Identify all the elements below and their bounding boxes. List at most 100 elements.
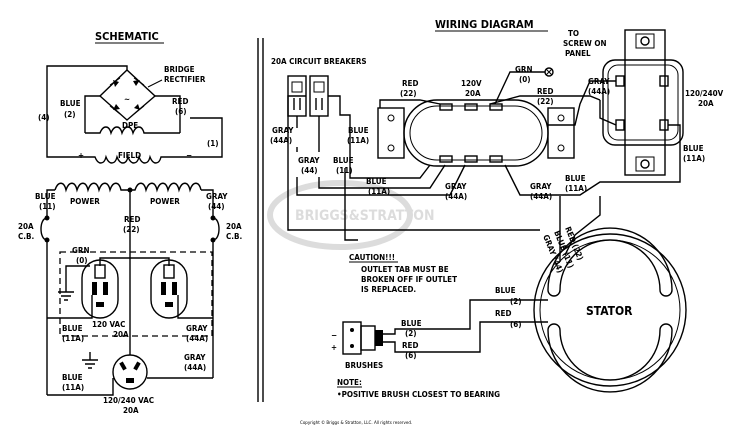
gray-44-num: (44) [208,202,225,211]
stator-red-6-color: RED [495,309,511,318]
blue-2-num: (2) [64,110,76,119]
blue-11-b-num: (11) [336,166,353,175]
gray-44a-d-num: (44A) [530,192,552,201]
to-panel-line2: SCREW ON [563,39,607,48]
ground-symbol-2 [82,352,98,369]
brush-minus: − [331,331,337,340]
svg-text:~: ~ [124,95,130,104]
blue-11a-b-num: (11A) [62,334,84,343]
red-22-num: (22) [123,225,140,234]
red-22b-num: (22) [537,97,554,106]
field-minus: − [186,151,192,160]
gray-44a-c-color: GRAY [184,353,206,362]
brush-assembly [342,321,383,355]
power-coils [54,182,202,193]
schematic-red-wire [155,95,181,122]
blue-11a-d-color: BLUE [565,174,586,183]
blue-11a-c-num: (11A) [368,187,390,196]
gray-44a-num: (44A) [588,87,610,96]
gray-44a-left-color: GRAY [272,126,294,135]
brush-red-color: RED [402,341,418,350]
brush-blue-num: (2) [405,329,417,338]
outlet-panel-frame [59,251,213,337]
copyright: Copyright © Briggs & Stratton, LLC. All … [300,419,412,426]
cb-left-line2: C.B. [18,232,34,241]
red-6-num: (6) [175,107,187,116]
blue-11a-b-color: BLUE [62,324,83,333]
outlet-120v-right [150,259,188,319]
schematic-blue-wire [84,95,100,118]
wire-1-label: (1) [207,139,219,148]
wire-gray-stator [287,95,540,231]
stator [533,227,687,393]
wire-red-22b [489,95,601,105]
rectifier-label: RECTIFIER [164,75,206,84]
blue-2-color: BLUE [60,99,81,108]
red-22-num: (22) [400,89,417,98]
gray-44a-c-num: (44A) [184,363,206,372]
to-panel-line3: PANEL [565,49,591,58]
note-title: NOTE: [337,378,362,387]
red-22-color: RED [402,79,418,88]
blue-11a-c-color: BLUE [366,177,387,186]
v240-line2: 20A [698,99,714,108]
gray-44a-b-color: GRAY [186,324,208,333]
bridge-leader [147,79,163,88]
bridge-label: BRIDGE [164,65,195,74]
gray-44a-b-num: (44A) [186,334,208,343]
wire-blue-11a-left [328,95,431,179]
blue-11a-c-color: BLUE [62,373,83,382]
stator-blue-2-color: BLUE [495,286,516,295]
circuit-breaker-right [309,75,329,117]
brush-plus: + [331,343,337,352]
blue-11-color: BLUE [35,192,56,201]
blue-11a-c-num: (11A) [62,383,84,392]
gray-44-color: GRAY [206,192,228,201]
blue-11a-right-color: BLUE [683,144,704,153]
blue-11a-d-num: (11A) [565,184,587,193]
gray-44a-left-num: (44A) [270,136,292,145]
grn-0-num: (0) [519,75,531,84]
briggs-stratton-watermark: BRIGGS&STRATTON [267,180,435,250]
twistlock-outlet-240v [602,29,684,176]
brush-red-num: (6) [405,351,417,360]
stator-red-6-num: (6) [510,320,522,329]
duplex-outlet-120v [377,99,575,167]
outlet-120-line1: 120 VAC [92,320,125,329]
outlet-240-line1: 120/240 VAC [103,396,154,405]
gray-44a-c-num: (44A) [445,192,467,201]
v120-line2: 20A [465,89,481,98]
watermark-text: BRIGGS&STRATTON [295,208,435,224]
blue-11a-left-num: (11A) [347,136,369,145]
brushes-label: BRUSHES [345,361,383,370]
cb-right-line2: C.B. [226,232,242,241]
power-right-label: POWER [150,197,180,206]
wire-gray-44 [296,116,466,196]
wire-grn-0 [494,71,545,105]
caution-line2: BROKEN OFF IF OUTLET [361,275,457,284]
wiring-title: WIRING DIAGRAM [435,18,534,31]
field-label: FIELD [118,151,141,160]
schematic-title: SCHEMATIC [95,30,159,43]
outlet-240v [112,354,148,390]
to-panel-line1: TO [568,29,579,38]
outlet-120-line2: 20A [113,330,129,339]
brush-red-wire [383,321,527,353]
stator-label: STATOR [586,304,633,318]
cb-right-symbol [212,217,220,241]
grn-0-color: GRN [515,65,532,74]
power-left-label: POWER [70,197,100,206]
blue-11a-left-color: BLUE [348,126,369,135]
cb-left-line1: 20A [18,222,34,231]
wire-blue-11a-right [504,124,681,196]
v240-line1: 120/240V [685,89,724,98]
brush-blue-color: BLUE [401,319,422,328]
dpe-coil [85,126,180,136]
dpe-label: DPE [122,121,138,130]
blue-11-num: (11) [39,202,56,211]
outlet-120v-left [81,259,119,319]
field-plus: + [78,151,84,160]
wire-blue-11 [318,116,446,189]
blue-11a-right-num: (11A) [683,154,705,163]
